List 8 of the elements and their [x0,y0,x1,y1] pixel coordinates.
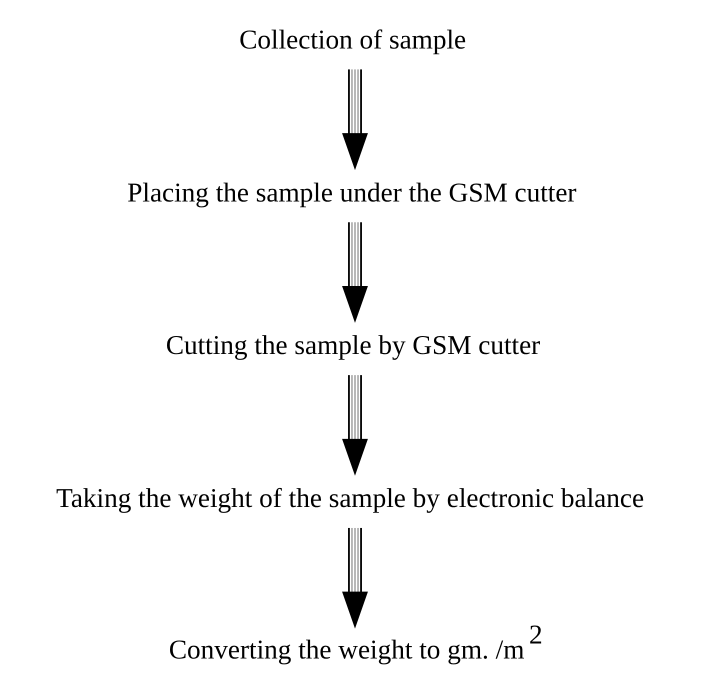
arrow [342,69,368,170]
arrow [342,528,368,629]
node-text: Collection of sample [238,24,466,54]
node-text: Placing the sample under the GSM cutter [126,177,576,208]
arrow [342,222,368,323]
node-text: Taking the weight of the sample by electronic balance [56,483,644,514]
arrow [342,375,368,476]
node-text: Cutting the sample by GSM cutter [165,330,540,360]
